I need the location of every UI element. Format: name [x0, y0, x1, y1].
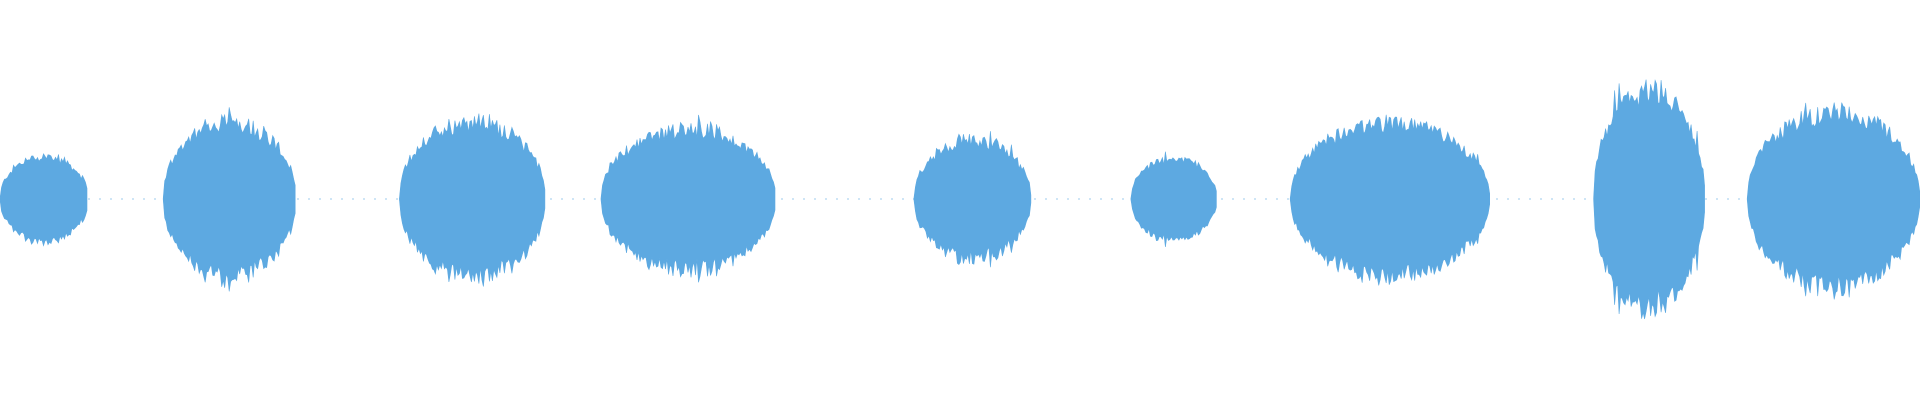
- waveform-segment-7: [1289, 114, 1490, 286]
- waveform-segments: [0, 79, 1920, 320]
- waveform-segment-2: [162, 107, 296, 292]
- waveform-segment-6: [1130, 151, 1217, 248]
- waveform-segment-4: [600, 114, 776, 283]
- waveform-segment-8: [1593, 79, 1705, 320]
- waveform-segment-9: [1746, 102, 1920, 300]
- waveform-segment-1: [0, 153, 88, 247]
- waveform-segment-3: [399, 113, 546, 287]
- waveform-segment-5: [913, 131, 1032, 268]
